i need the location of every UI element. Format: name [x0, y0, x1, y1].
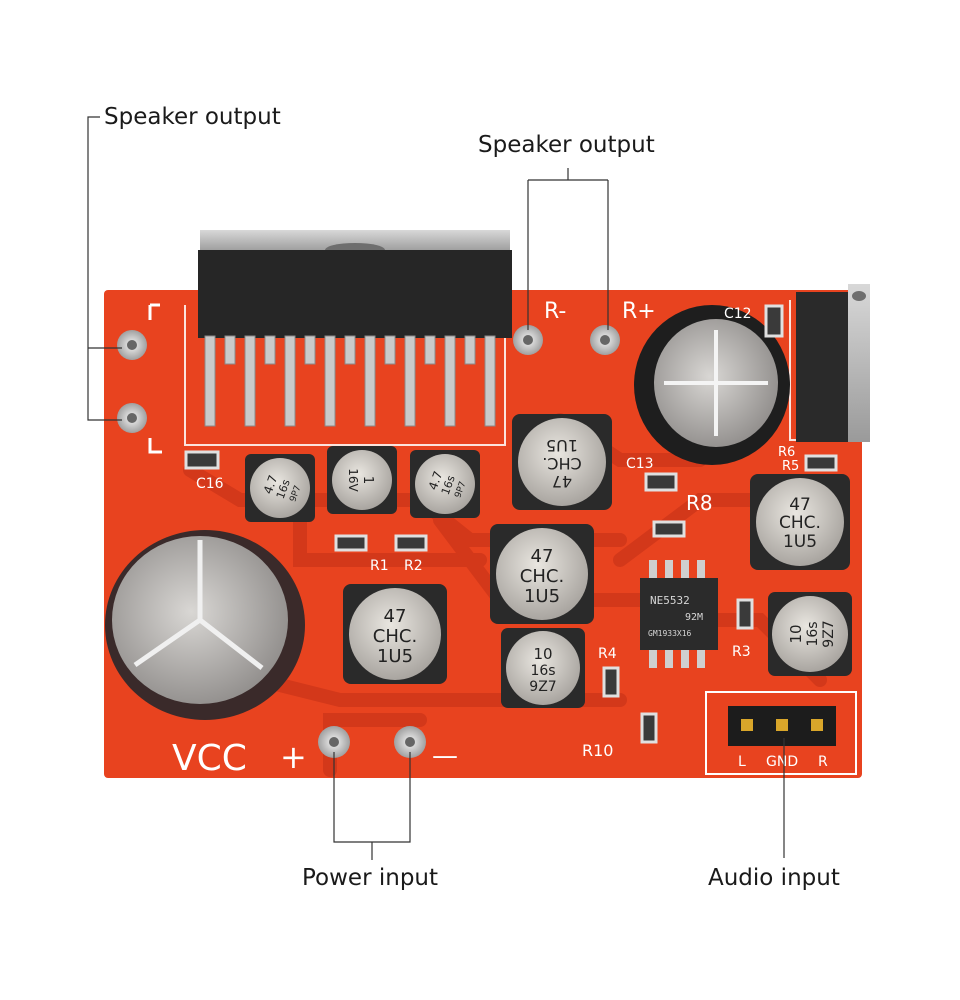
silk-r3: R3 [732, 644, 751, 660]
opamp-marking-1: NE5532 [650, 594, 690, 607]
opamp-marking-2: 92M [685, 612, 703, 623]
cap-label: 10 [533, 645, 552, 663]
callout-speaker-output-top: Speaker output [478, 132, 655, 158]
callout-lines [87, 116, 785, 860]
cap-label: 9Z7 [821, 620, 837, 647]
smd-resistors [184, 304, 838, 744]
cap-label: 47 [789, 495, 811, 515]
silk-header-r: R [818, 754, 828, 770]
pad-r-minus [513, 325, 543, 355]
pad-vcc-plus [318, 726, 350, 758]
silk-r4: R4 [598, 646, 617, 662]
silk-corner-left-top [148, 303, 160, 320]
opamp-ic [640, 578, 718, 650]
bulk-capacitor-left [105, 530, 305, 720]
silk-r10: R10 [582, 741, 613, 760]
cap-label: 1 [360, 476, 375, 484]
pad-left-top [117, 330, 147, 360]
opamp-pins [649, 560, 705, 668]
smd-capacitor: 10 16s 9Z7 [768, 592, 852, 676]
smd-capacitor: 47 CHC. 1U5 [490, 524, 594, 624]
callout-speaker-output-left: Speaker output [104, 104, 281, 130]
smd-capacitor: 47 CHC. 1U5 [343, 584, 447, 684]
silk-c12: C12 [724, 306, 752, 322]
silk-r-minus: R- [544, 299, 566, 324]
cap-label: CHC. [520, 566, 564, 587]
amp-ic-heatsink [200, 230, 510, 252]
silk-r2: R2 [404, 558, 423, 574]
silk-r5: R5 [782, 459, 799, 474]
cap-label: 16s [530, 663, 555, 679]
pad-vcc-minus [394, 726, 426, 758]
header-silk-box [705, 691, 857, 775]
smd-capacitor: 4.7 16s 9P7 [410, 450, 480, 518]
cap-label: 47 [531, 546, 554, 567]
bulk-capacitor-right [634, 305, 790, 465]
cap-label: 1U5 [377, 646, 413, 667]
audio-header-pins [741, 719, 823, 731]
silk-r1: R1 [370, 558, 389, 574]
cap-label: 16V [346, 468, 360, 492]
silk-r-plus: R+ [622, 299, 656, 324]
pad-left-bottom [117, 403, 147, 433]
smd-capacitor: 47 CHC. 1U5 [512, 414, 612, 510]
amp-ic-body [198, 250, 512, 338]
cap-label: 1U5 [524, 586, 560, 607]
silk-header-gnd: GND [766, 754, 798, 770]
smd-capacitor: 10 16s 9Z7 [501, 628, 585, 708]
silk-outline [184, 305, 506, 446]
smd-capacitor: 1 16V [327, 446, 397, 514]
regulator-body [796, 292, 850, 442]
silk-c13: C13 [626, 456, 654, 472]
silk-r8: R8 [686, 491, 713, 515]
silk-header-l: L [738, 754, 746, 770]
silk-c16: C16 [196, 476, 224, 492]
cap-label: 47 [384, 606, 407, 627]
silk-r6: R6 [778, 445, 795, 460]
cap-label: 4.7 [261, 473, 281, 496]
cap-label: 47 [552, 472, 572, 491]
silk-corner-left-bottom [148, 438, 162, 454]
callout-power-input: Power input [302, 865, 439, 891]
cap-label: 1U5 [546, 436, 578, 455]
cap-label: 16s [274, 477, 293, 500]
smd-capacitor: 47 CHC. 1U5 [750, 474, 850, 570]
regulator-tab-hole [852, 291, 866, 301]
cap-label: 10 [787, 624, 805, 643]
opamp-marking-3: GM1933X16 [648, 629, 692, 638]
cap-label: CHC. [779, 513, 821, 533]
amp-ic-pins [204, 335, 496, 427]
smd-capacitor: 4.7 16s 9P7 [245, 454, 315, 522]
silk-plus: + [280, 738, 307, 776]
cap-label: CHC. [373, 626, 417, 647]
cap-label: 9Z7 [529, 679, 556, 695]
silk-vcc: VCC [172, 738, 247, 779]
cap-label: CHC. [542, 454, 581, 473]
silk-minus: — [432, 741, 458, 771]
cap-label: 16s [439, 473, 458, 496]
cap-label: 4.7 [426, 469, 446, 492]
callout-audio-input: Audio input [708, 865, 840, 891]
regulator-tab [848, 284, 870, 442]
cap-label: 16s [805, 621, 821, 646]
cap-label: 1U5 [783, 532, 817, 552]
pad-r-plus [590, 325, 620, 355]
